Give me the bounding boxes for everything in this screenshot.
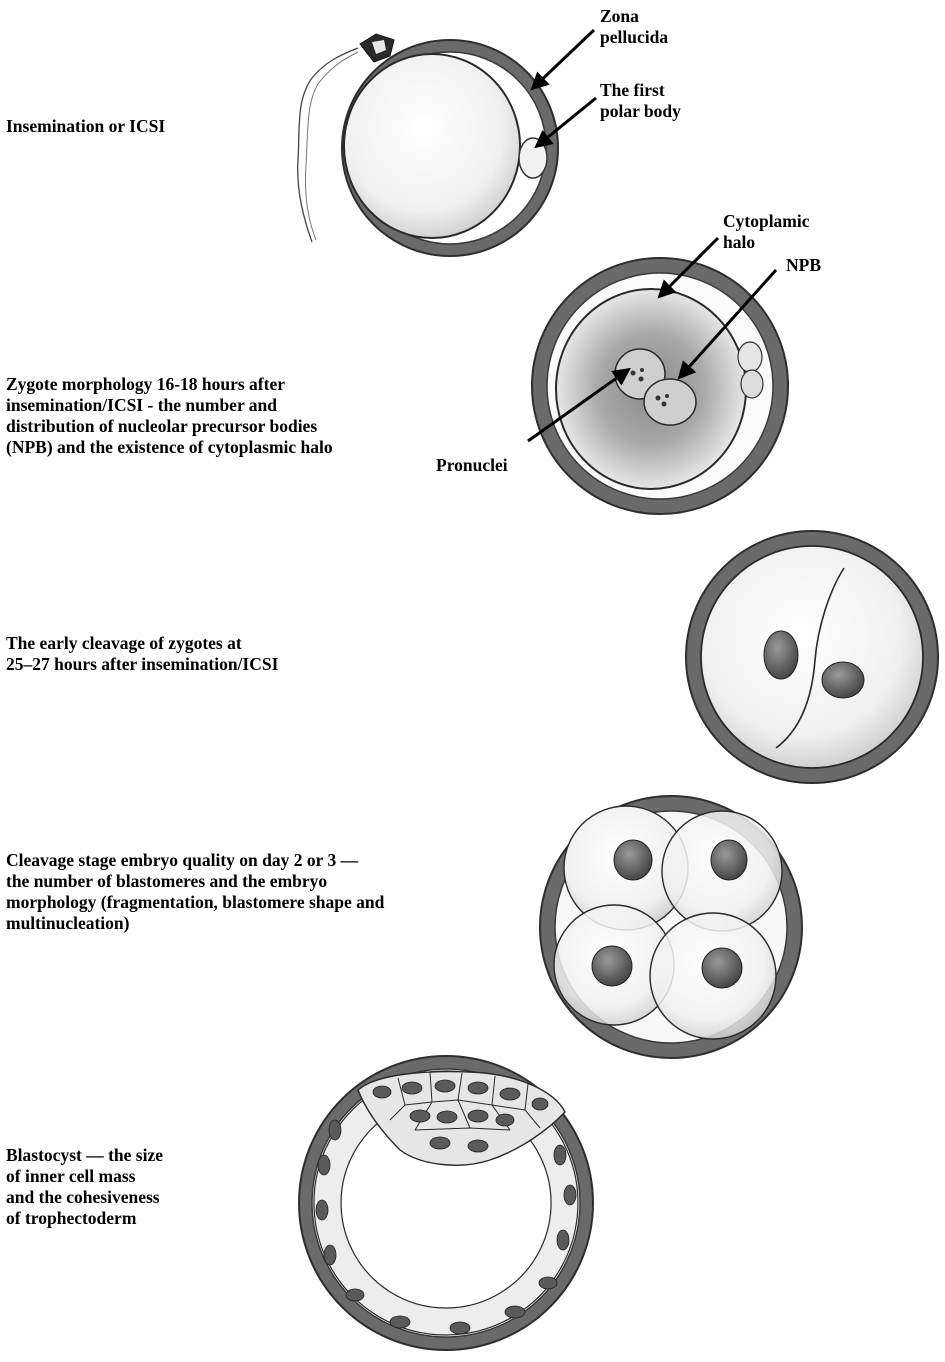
oocyte-cell [344, 54, 520, 238]
polar-body-shape [519, 138, 547, 178]
nucleus-shape [614, 840, 652, 880]
nucleus-shape [711, 840, 747, 880]
arrow-zona-pellucida [533, 30, 594, 88]
oocyte-diagram [298, 34, 558, 256]
pronucleus-shape [644, 379, 696, 425]
nucleus-shape [592, 946, 632, 986]
nucleus-shape [702, 948, 742, 988]
nucleus-shape [822, 662, 864, 698]
two-cell-diagram [686, 531, 938, 783]
nucleus-shape [764, 631, 798, 679]
four-cell-diagram [540, 796, 802, 1058]
blastocyst-diagram [299, 1056, 593, 1350]
polar-body-shape [741, 370, 763, 398]
polar-body-shape [738, 342, 762, 372]
zygote-diagram [532, 258, 788, 514]
